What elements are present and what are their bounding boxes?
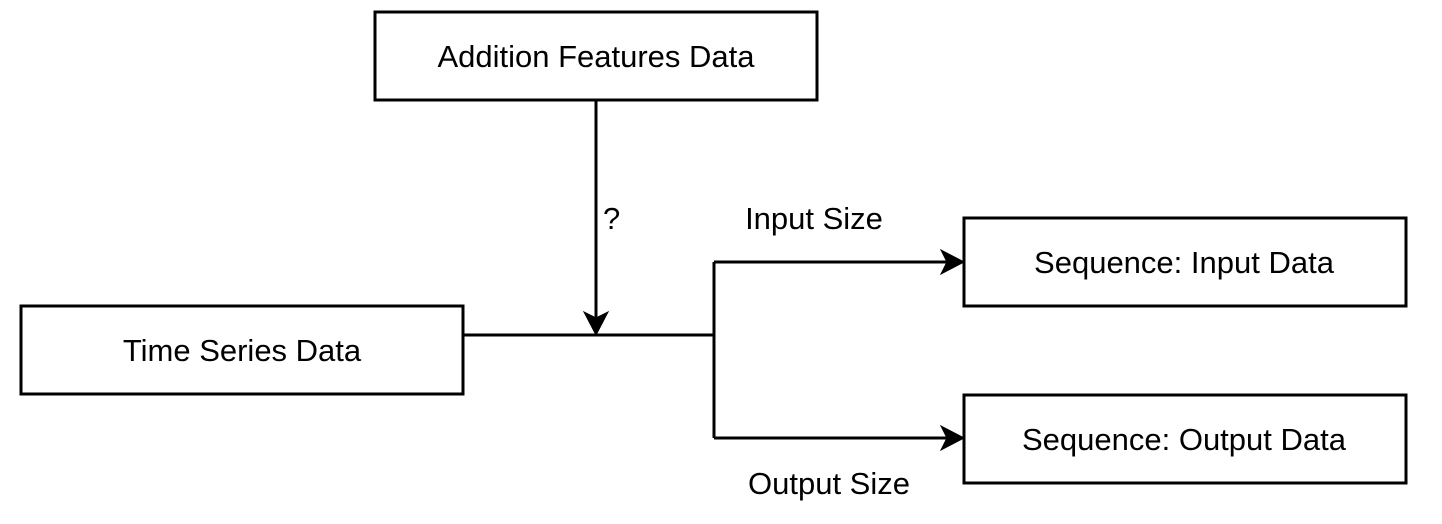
node-additional-features[interactable]: Addition Features Data bbox=[373, 10, 819, 102]
node-sequence-input[interactable]: Sequence: Input Data bbox=[962, 216, 1408, 308]
edge-label-output-size: Output Size bbox=[748, 466, 910, 501]
node-box bbox=[962, 393, 1408, 485]
edge-to-sequence-input bbox=[714, 248, 966, 276]
node-box bbox=[19, 304, 465, 396]
arrow-down-icon bbox=[582, 310, 610, 337]
node-label: Addition Features Data bbox=[437, 39, 755, 74]
node-label: Sequence: Output Data bbox=[1022, 422, 1347, 457]
edge-features-to-merge bbox=[582, 100, 610, 337]
node-label: Sequence: Input Data bbox=[1034, 245, 1335, 280]
node-box bbox=[962, 216, 1408, 308]
node-label: Time Series Data bbox=[123, 333, 362, 368]
arrow-right-icon bbox=[939, 424, 966, 452]
edge-to-sequence-output bbox=[714, 424, 966, 452]
edge-label-question: ? bbox=[603, 201, 620, 236]
arrow-right-icon bbox=[939, 248, 966, 276]
edge-label-input-size: Input Size bbox=[745, 201, 883, 236]
node-time-series[interactable]: Time Series Data bbox=[19, 304, 465, 396]
node-box bbox=[373, 10, 819, 102]
node-sequence-output[interactable]: Sequence: Output Data bbox=[962, 393, 1408, 485]
edge-time-series-trunk bbox=[463, 262, 716, 438]
